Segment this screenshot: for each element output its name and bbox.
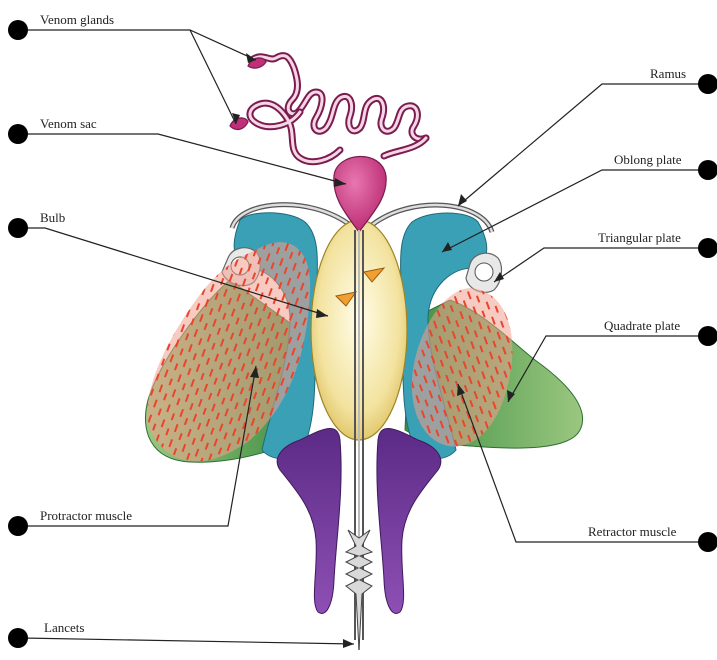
label-retractor-muscle: Retractor muscle [588,524,677,539]
label-bulb: Bulb [40,210,65,225]
label-oblong-plate: Oblong plate [614,152,682,167]
right-lancet-base [377,428,441,613]
label-lancets: Lancets [44,620,84,635]
venom-glands [230,56,426,162]
label-venom-sac: Venom sac [40,116,97,131]
label-quadrate-plate: Quadrate plate [604,318,680,333]
left-lancet-base [277,428,341,613]
gland-tip-lower [230,118,248,130]
label-triangular-plate: Triangular plate [598,230,681,245]
label-ramus: Ramus [650,66,686,81]
label-protractor-muscle: Protractor muscle [40,508,132,523]
label-venom-glands: Venom glands [40,12,114,27]
